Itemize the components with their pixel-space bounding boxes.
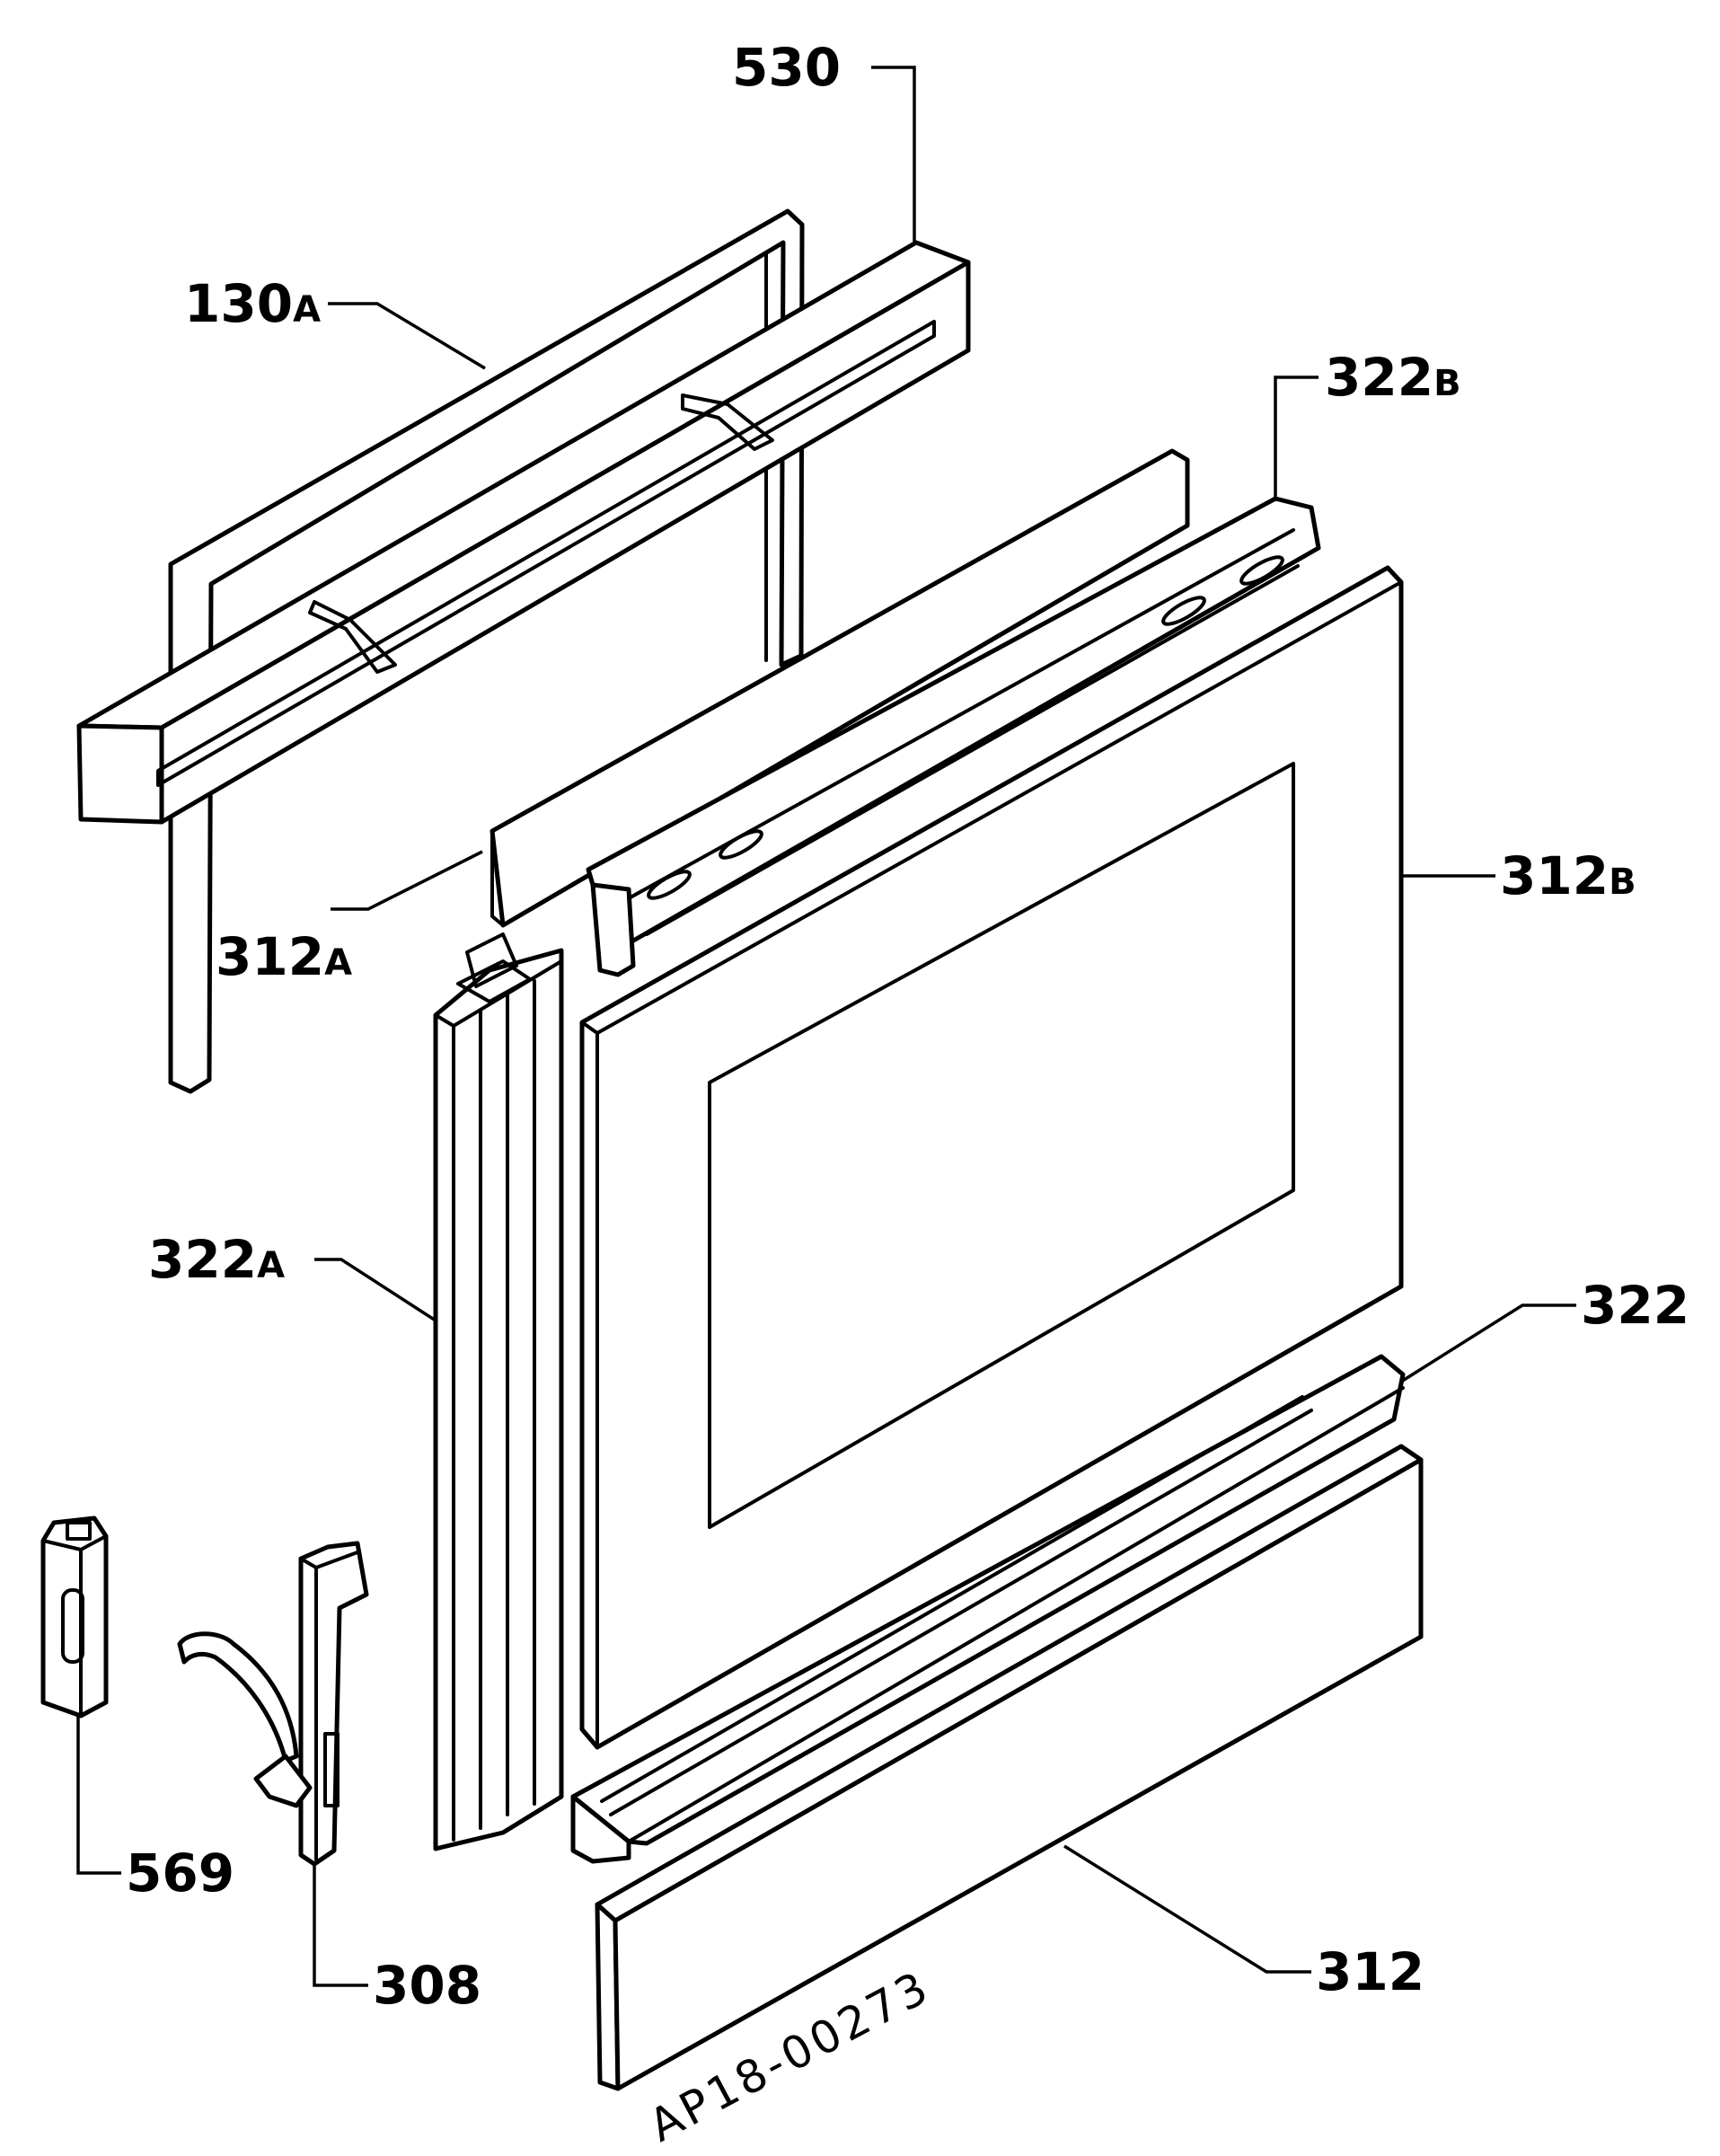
label-312b: 312B [1500, 845, 1636, 906]
label-322b: 322B [1325, 347, 1461, 408]
label-530: 530 [732, 37, 841, 98]
part-312-cover-strip [595, 1444, 1424, 2091]
leader-569 [76, 1716, 121, 1875]
part-322a-side-profile [433, 932, 564, 1851]
leader-lines [76, 66, 1576, 1987]
part-530-handle [76, 240, 971, 825]
label-312a: 312A [216, 926, 352, 987]
leader-308 [313, 1864, 368, 1987]
label-569: 569 [126, 1842, 234, 1904]
part-308-hinge [177, 1541, 369, 1867]
part-569-hinge-cover [40, 1515, 109, 1719]
leader-312 [1063, 1844, 1311, 1974]
leader-322b [1274, 376, 1319, 501]
part-312b-front-glass [579, 565, 1404, 1750]
label-130a: 130A [184, 273, 321, 334]
part-322-profile [570, 1354, 1406, 1864]
label-322a: 322A [148, 1229, 285, 1290]
leader-312a [331, 850, 483, 911]
label-322: 322 [1581, 1275, 1689, 1336]
leader-322a [314, 1258, 437, 1322]
leader-530 [871, 66, 916, 244]
leader-130a [328, 302, 486, 370]
part-312a-glass [490, 448, 1190, 928]
label-308: 308 [373, 1955, 481, 2016]
part-322b-profile [586, 496, 1321, 977]
label-312: 312 [1316, 1941, 1425, 2002]
leader-322 [1400, 1303, 1576, 1383]
